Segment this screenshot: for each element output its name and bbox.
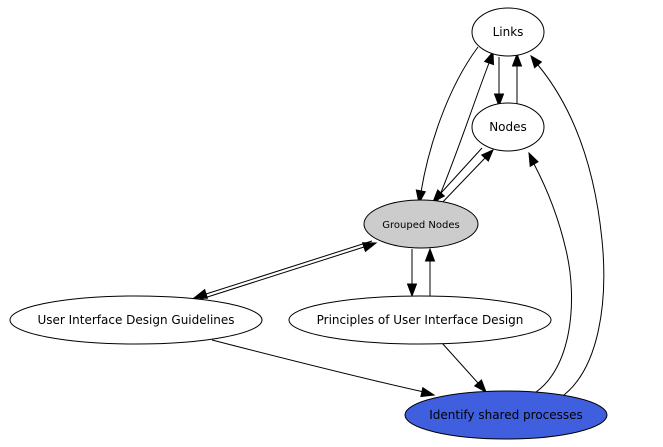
edge-grouped-to-links bbox=[436, 50, 495, 203]
node-ui-design-guidelines-shape bbox=[9, 295, 263, 345]
node-grouped-nodes-shape bbox=[363, 199, 479, 249]
edge-grouped-to-principles bbox=[406, 249, 418, 298]
edge-grouped-to-nodes bbox=[437, 149, 494, 208]
node-principles-ui-design-shape bbox=[288, 295, 552, 345]
node-nodes-label: Nodes bbox=[489, 120, 527, 134]
node-links[interactable]: Links bbox=[471, 7, 545, 57]
edge-grouped-to-guidelines bbox=[192, 240, 373, 299]
edge-nodes-to-grouped bbox=[432, 147, 483, 204]
node-nodes[interactable]: Nodes bbox=[471, 102, 545, 152]
edge-principles-to-identify bbox=[441, 342, 487, 394]
node-nodes-shape bbox=[471, 102, 545, 152]
edge-guidelines-to-grouped bbox=[197, 242, 378, 301]
node-links-shape bbox=[471, 7, 545, 57]
node-principles-ui-design-label: Principles of User Interface Design bbox=[317, 313, 524, 327]
edge-principles-to-grouped bbox=[424, 247, 436, 296]
edge-identify-to-nodes bbox=[528, 151, 573, 395]
node-identify-shared-processes-label: Identify shared processes bbox=[429, 408, 583, 422]
edge-guidelines-to-identify bbox=[211, 339, 436, 398]
edge-nodes-to-links bbox=[511, 52, 523, 104]
node-principles-ui-design[interactable]: Principles of User Interface Design bbox=[288, 295, 552, 345]
edge-links-to-nodes bbox=[493, 57, 505, 108]
edge-links-to-grouped bbox=[415, 46, 479, 205]
nodes-layer: Links Nodes Grouped Nodes User Interface… bbox=[9, 7, 608, 440]
node-grouped-nodes[interactable]: Grouped Nodes bbox=[363, 199, 479, 249]
node-links-label: Links bbox=[493, 25, 524, 39]
edge-identify-to-links bbox=[530, 54, 605, 399]
node-ui-design-guidelines[interactable]: User Interface Design Guidelines bbox=[9, 295, 263, 345]
node-identify-shared-processes-shape bbox=[404, 390, 608, 440]
node-ui-design-guidelines-label: User Interface Design Guidelines bbox=[37, 313, 234, 327]
node-grouped-nodes-label: Grouped Nodes bbox=[382, 220, 459, 231]
edges-layer bbox=[192, 46, 605, 399]
node-identify-shared-processes[interactable]: Identify shared processes bbox=[404, 390, 608, 440]
